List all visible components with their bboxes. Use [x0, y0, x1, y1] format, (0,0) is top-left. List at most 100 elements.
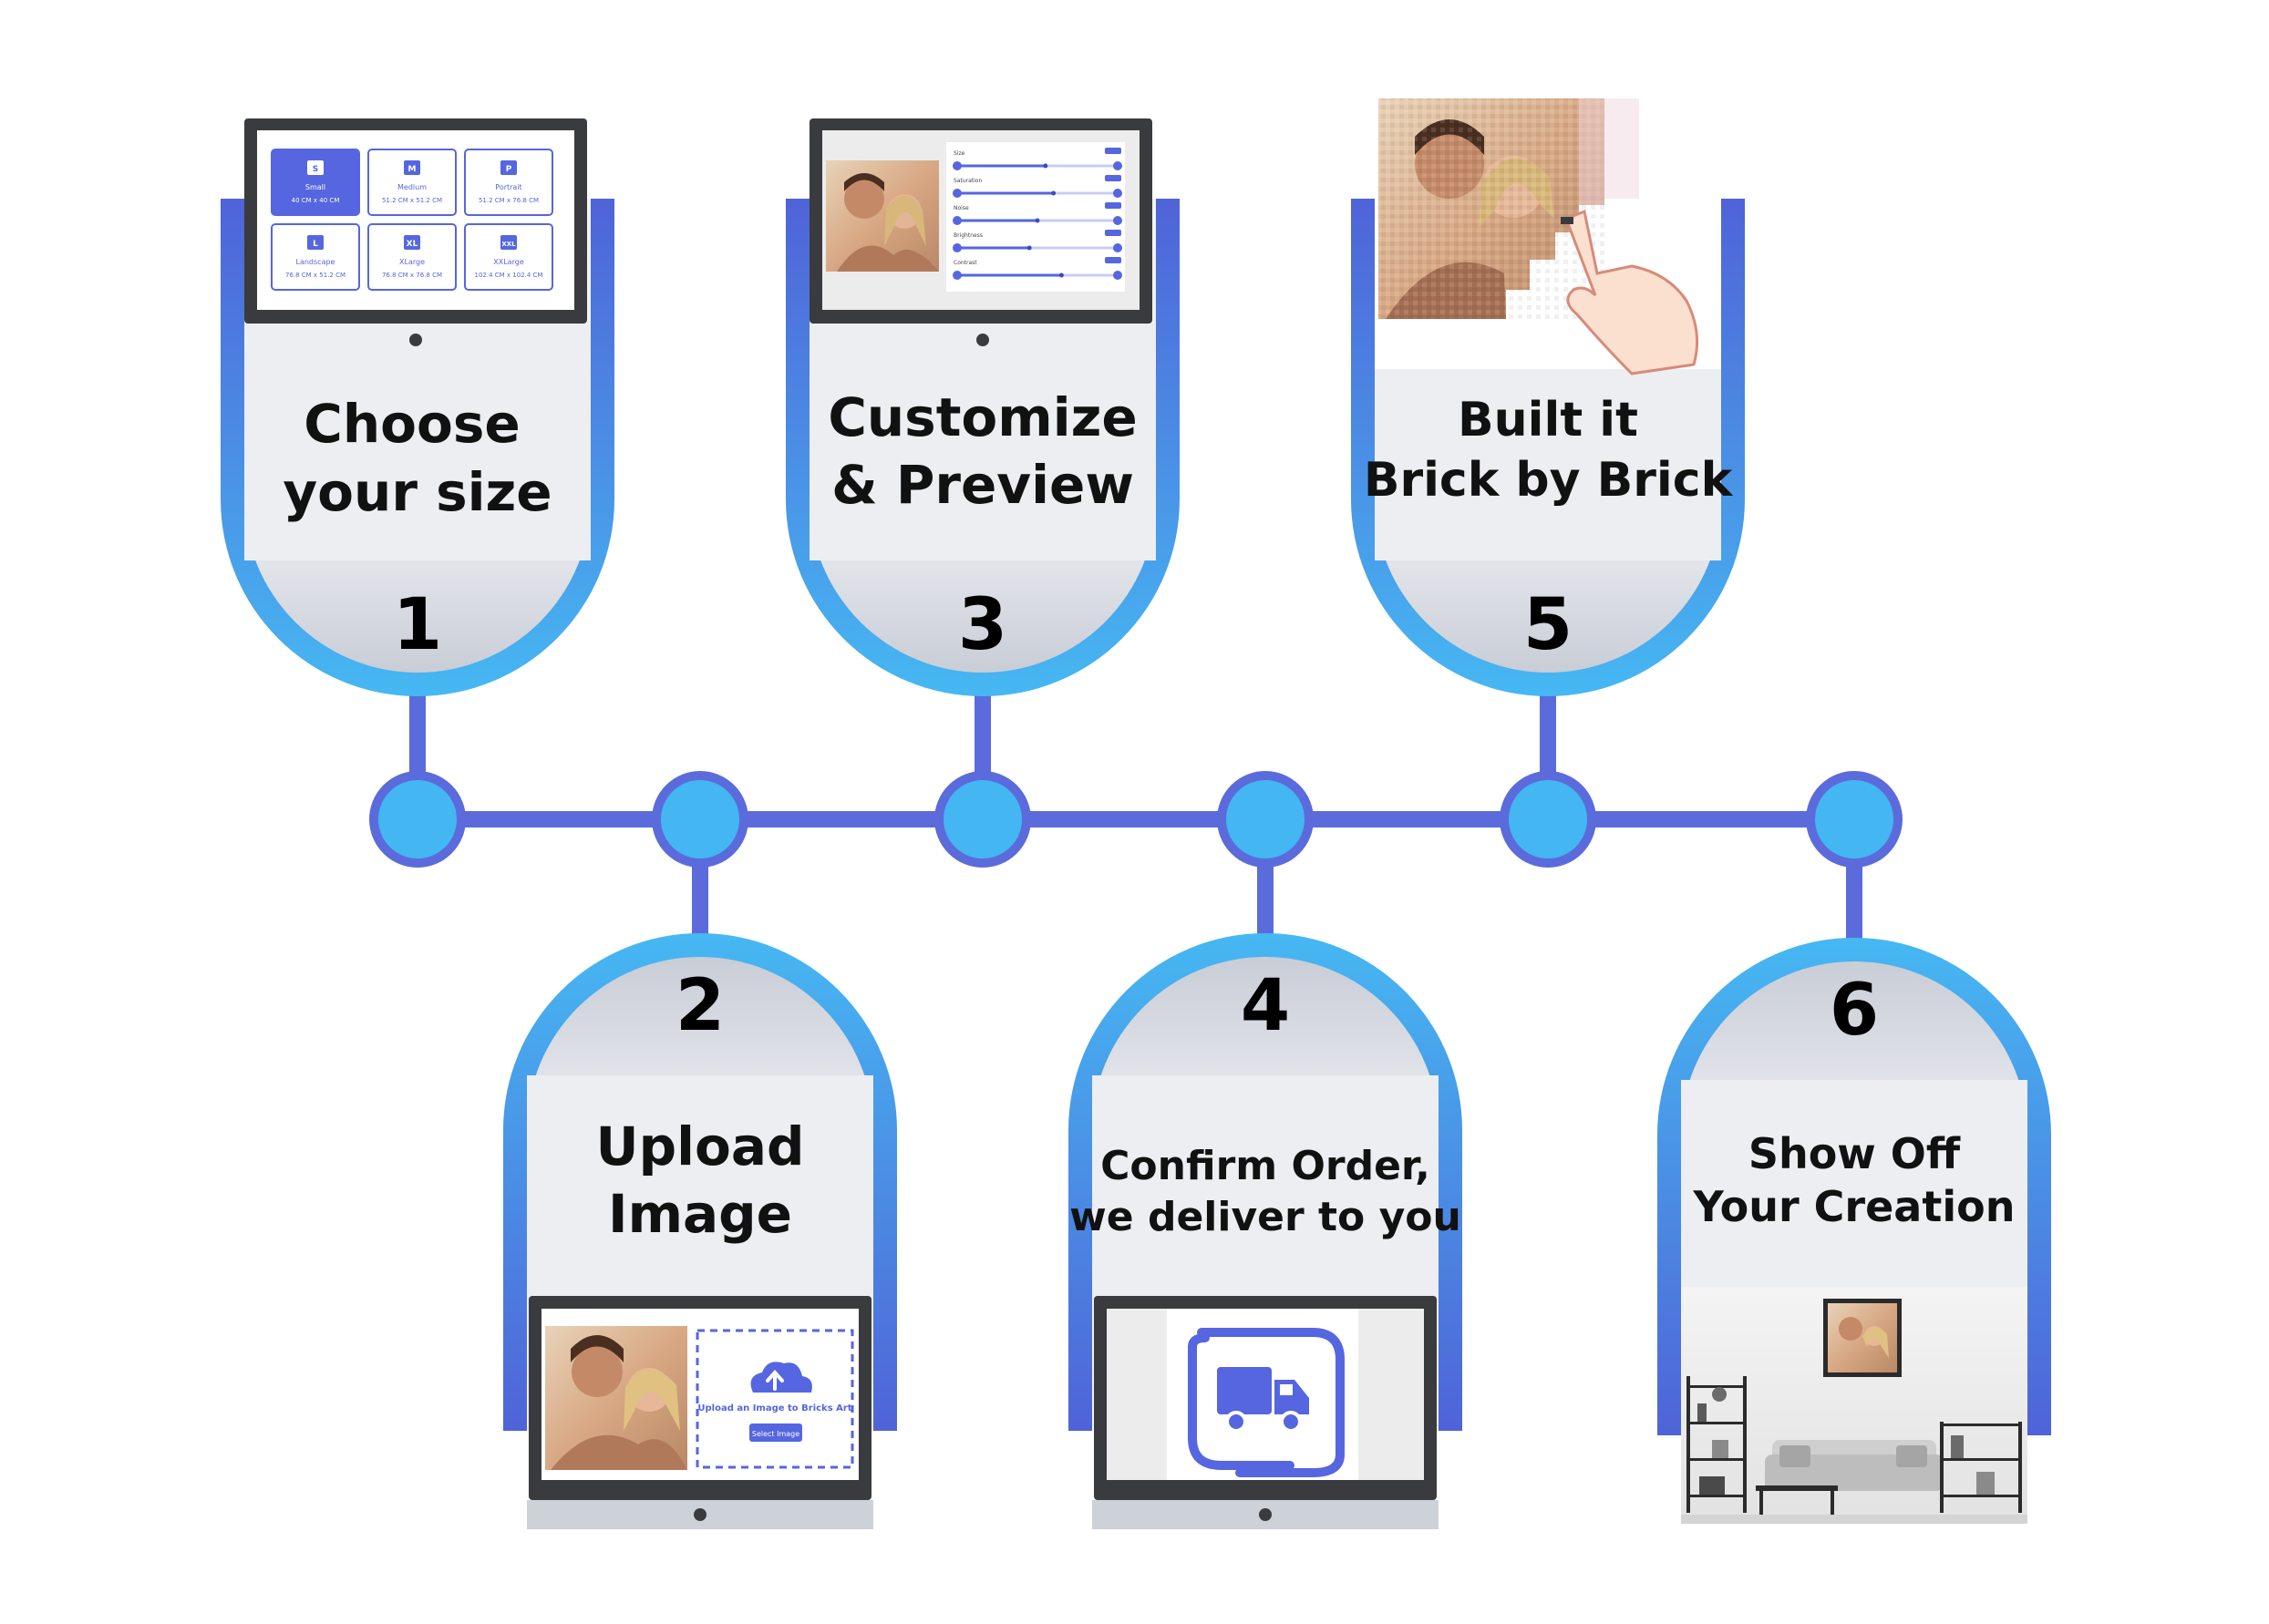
- size-badge-label: P: [506, 165, 512, 174]
- timeline-node-1: [369, 771, 466, 868]
- size-badge-label: XL: [407, 240, 418, 249]
- size-name: Landscape: [296, 258, 335, 266]
- timeline-node-4: [1217, 771, 1314, 868]
- size-dims: 51.2 CM x 76.8 CM: [479, 197, 539, 204]
- brick-art-image: [1375, 96, 1721, 369]
- step-4-title-line1: Confirm Order,: [1100, 1143, 1430, 1189]
- slider-handle[interactable]: [1026, 245, 1032, 251]
- size-badge: [307, 235, 324, 250]
- step-6-number: 6: [1830, 970, 1879, 1052]
- size-badge-label: M: [408, 165, 417, 174]
- size-badge: [307, 160, 324, 175]
- size-badge-label: XXL: [501, 241, 516, 248]
- select-image-label: Select Image: [752, 1430, 799, 1438]
- size-badge: [404, 235, 420, 250]
- step-card-4: 4 Confirm Order, we deliver to you: [1068, 933, 1462, 1529]
- slider-size[interactable]: Size: [953, 148, 1122, 170]
- laptop-camera-dot: [694, 1508, 706, 1521]
- slider-label: Noise: [954, 205, 969, 211]
- step-2-title-line2: Image: [608, 1183, 792, 1245]
- cloud-upload-icon: [750, 1362, 812, 1393]
- size-badge: [500, 160, 517, 175]
- step-5-number: 5: [1523, 584, 1573, 666]
- timeline-node-3: [934, 771, 1031, 868]
- size-name: XLarge: [399, 258, 425, 266]
- size-option-xxl[interactable]: XXL XXLarge 102.4 CM x 102.4 CM: [464, 223, 553, 291]
- slider-start-knob[interactable]: [953, 271, 962, 280]
- slider-start-knob[interactable]: [953, 161, 962, 170]
- slider-end-knob[interactable]: [1113, 189, 1122, 198]
- slider-handle[interactable]: [1043, 163, 1048, 169]
- slider-label: Contrast: [954, 260, 977, 266]
- slider-reset-button[interactable]: [1105, 257, 1121, 263]
- step-3-number: 3: [958, 584, 1007, 666]
- size-option-p[interactable]: P Portrait 51.2 CM x 76.8 CM: [464, 149, 553, 216]
- slider-contrast[interactable]: Contrast: [953, 257, 1122, 280]
- step-5-title-line1: Built it: [1458, 393, 1638, 447]
- slider-handle[interactable]: [1058, 272, 1064, 278]
- size-dims: 51.2 CM x 51.2 CM: [382, 197, 442, 204]
- slider-reset-button[interactable]: [1105, 230, 1121, 236]
- slider-label: Saturation: [954, 178, 982, 184]
- slider-reset-button[interactable]: [1105, 175, 1121, 181]
- step-2-title-line1: Upload: [596, 1115, 805, 1177]
- step-3-title-line1: Customize: [828, 386, 1137, 448]
- size-dims: 102.4 CM x 102.4 CM: [475, 272, 543, 279]
- size-option-s[interactable]: S Small 40 CM x 40 CM: [271, 149, 360, 216]
- slider-handle[interactable]: [1051, 190, 1057, 196]
- laptop-camera-dot: [976, 334, 989, 346]
- slider-brightness[interactable]: Brightness: [953, 230, 1122, 252]
- step-4-title-line2: we deliver to you: [1069, 1194, 1461, 1240]
- step-card-2: Upload an Image to Bricks Art Select Ima…: [503, 933, 897, 1529]
- slider-saturation[interactable]: Saturation: [953, 175, 1122, 198]
- size-name: Medium: [397, 183, 427, 191]
- slider-reset-button[interactable]: [1105, 148, 1121, 154]
- slider-handle[interactable]: [1035, 218, 1040, 223]
- upload-dropzone[interactable]: [696, 1329, 854, 1469]
- slider-start-knob[interactable]: [953, 216, 962, 225]
- size-badge-label: L: [313, 240, 318, 249]
- size-badge: [404, 160, 420, 175]
- step-4-number: 4: [1241, 965, 1290, 1047]
- slider-label: Brightness: [954, 232, 983, 239]
- size-badge-label: S: [313, 165, 318, 174]
- timeline-node-6: [1806, 771, 1903, 868]
- size-dims: 40 CM x 40 CM: [292, 197, 340, 204]
- slider-end-knob[interactable]: [1113, 161, 1122, 170]
- size-name: XXLarge: [493, 258, 524, 266]
- step-3-title-line2: & Preview: [831, 454, 1134, 516]
- slider-end-knob[interactable]: [1113, 216, 1122, 225]
- slider-start-knob[interactable]: [953, 189, 962, 198]
- size-option-xl[interactable]: XL XLarge 76.8 CM x 76.8 CM: [367, 223, 457, 291]
- uploaded-photo: [545, 1326, 687, 1470]
- size-name: Portrait: [495, 183, 521, 191]
- size-options-grid: S Small 40 CM x 40 CM M Medium 51.2 CM x 51.2…: [271, 149, 553, 291]
- timeline: [369, 693, 1903, 948]
- delivery-truck-icon: [1188, 1328, 1345, 1477]
- slider-label: Size: [954, 150, 965, 157]
- step-card-6: 6 Show Off Your Creation: [1657, 938, 2051, 1524]
- size-option-m[interactable]: M Medium 51.2 CM x 51.2 CM: [367, 149, 457, 216]
- size-name: Small: [305, 183, 325, 191]
- step-6-title-line1: Show Off: [1748, 1129, 1961, 1178]
- step-6-title-line2: Your Creation: [1693, 1182, 2016, 1231]
- step-1-title-line1: Choose: [304, 393, 520, 455]
- size-dims: 76.8 CM x 76.8 CM: [382, 272, 442, 279]
- timeline-node-5: [1500, 771, 1596, 868]
- laptop-camera-dot: [1259, 1508, 1272, 1521]
- upload-prompt-text: Upload an Image to Bricks Art: [697, 1403, 851, 1413]
- laptop-camera-dot: [409, 334, 422, 346]
- slider-end-knob[interactable]: [1113, 243, 1122, 252]
- select-image-button[interactable]: [749, 1424, 802, 1442]
- slider-end-knob[interactable]: [1113, 271, 1122, 280]
- preview-photo: [826, 160, 939, 272]
- step-2-number: 2: [676, 965, 725, 1047]
- slider-reset-button[interactable]: [1105, 202, 1121, 209]
- step-1-title-line2: your size: [283, 461, 552, 523]
- slider-start-knob[interactable]: [953, 243, 962, 252]
- slider-noise[interactable]: Noise: [953, 202, 1122, 225]
- step-card-5: Built it Brick by Brick 5: [1351, 96, 1745, 696]
